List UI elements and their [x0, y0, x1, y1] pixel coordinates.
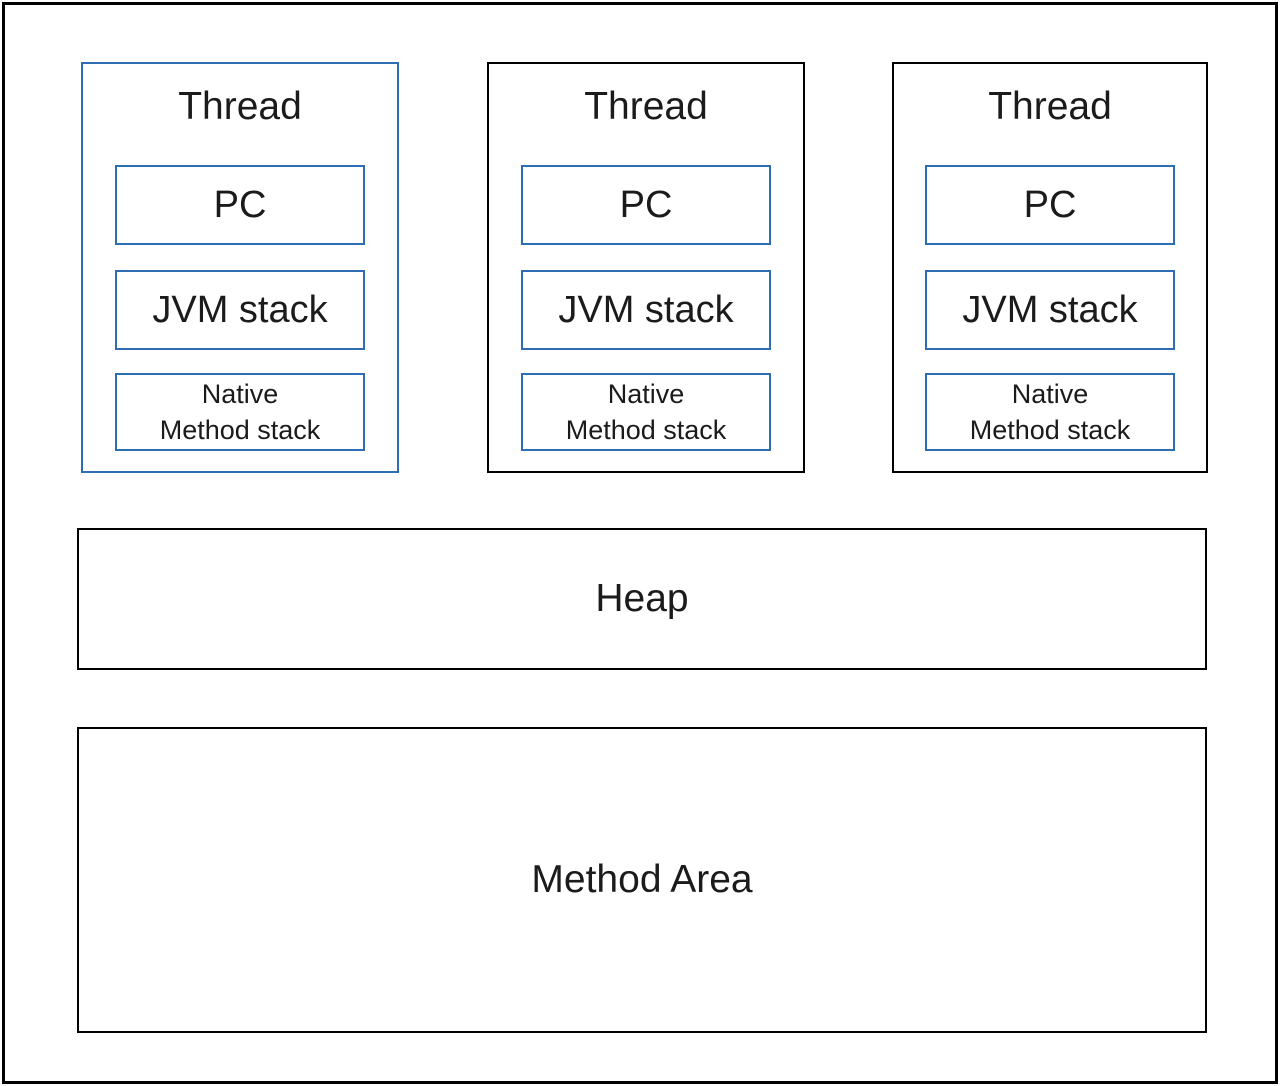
jvm-stack-label: JVM stack [962, 288, 1138, 331]
heap-box: Heap [77, 528, 1207, 670]
native-method-stack-label-line2: Method stack [565, 415, 727, 445]
jvm-stack-label: JVM stack [152, 288, 328, 331]
native-method-stack-label-line1: Native [1011, 378, 1089, 409]
jvm-stack-box: JVM stack [925, 270, 1175, 350]
heap-label: Heap [595, 577, 689, 620]
thread-title: Thread [178, 85, 302, 128]
jvm-stack-label: JVM stack [558, 288, 734, 331]
jvm-stack-box: JVM stack [115, 270, 365, 350]
native-method-stack-label-line2: Method stack [969, 415, 1131, 445]
native-method-stack-box: Native Method stack [115, 373, 365, 451]
pc-box: PC [521, 165, 771, 245]
thread-title: Thread [988, 85, 1112, 128]
native-method-stack-label-line2: Method stack [159, 415, 321, 445]
jvm-stack-box: JVM stack [521, 270, 771, 350]
pc-label: PC [1023, 183, 1077, 226]
pc-label: PC [213, 183, 267, 226]
pc-label: PC [619, 183, 673, 226]
thread-box-3: Thread PC JVM stack Native Method stack [892, 62, 1208, 473]
pc-box: PC [115, 165, 365, 245]
thread-box-2: Thread PC JVM stack Native Method stack [487, 62, 805, 473]
pc-box: PC [925, 165, 1175, 245]
thread-box-1: Thread PC JVM stack Native Method stack [81, 62, 399, 473]
method-area-box: Method Area [77, 727, 1207, 1033]
native-method-stack-label-line1: Native [607, 378, 685, 409]
native-method-stack-box: Native Method stack [521, 373, 771, 451]
native-method-stack-label-line1: Native [201, 378, 279, 409]
method-area-label: Method Area [531, 858, 753, 901]
native-method-stack-box: Native Method stack [925, 373, 1175, 451]
thread-title: Thread [584, 85, 708, 128]
